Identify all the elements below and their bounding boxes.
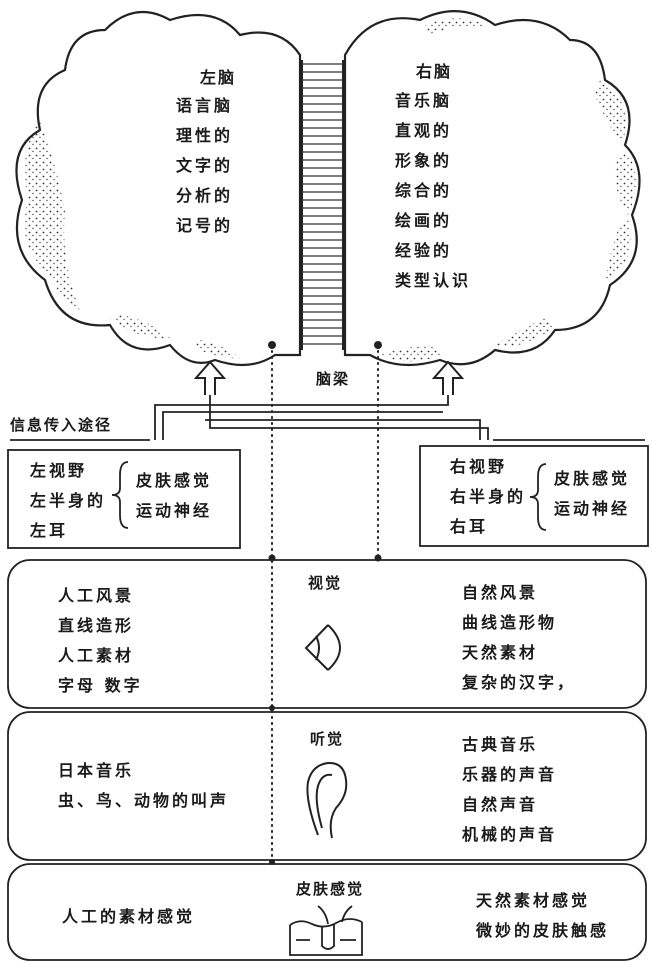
vision-right-item: 复杂的汉字， (462, 673, 577, 692)
left-hemisphere (15, 10, 302, 367)
right-trait: 直观的 (395, 121, 453, 140)
touch-left-item: 人工的素材感觉 (62, 907, 196, 926)
right-trait: 综合的 (395, 181, 453, 200)
right-input-item: 右视野 (450, 457, 508, 476)
left-input-arrow (193, 360, 227, 395)
touch-title: 皮肤感觉 (296, 880, 365, 898)
right-input-senses: 皮肤感觉 运动神经 (554, 464, 630, 524)
right-input-items: 右视野 右半身的 右耳 (450, 452, 526, 542)
vision-left-list: 人工风景 直线造形 人工素材 字母 数字 (58, 581, 143, 701)
corpus-callosum-ladder (301, 60, 344, 350)
right-hemisphere (343, 10, 641, 367)
touch-right-item: 微妙的皮肤触感 (476, 921, 610, 940)
corpus-callosum-label: 脑梁 (316, 370, 351, 388)
right-trait: 经验的 (395, 241, 453, 260)
left-input-senses: 皮肤感觉 运动神经 (136, 466, 212, 526)
vision-right-item: 曲线造形物 (462, 613, 558, 632)
touch-right-item: 天然素材感觉 (476, 891, 591, 910)
hearing-right-item: 机械的声音 (462, 825, 558, 844)
hearing-right-item: 自然声音 (462, 795, 539, 814)
vision-left-item: 人工风景 (58, 586, 135, 605)
left-input-items: 左视野 左半身的 左耳 (30, 456, 106, 546)
vision-left-item: 字母 数字 (58, 676, 143, 695)
vision-right-list: 自然风景 曲线造形物 天然素材 复杂的汉字， (462, 578, 576, 698)
touch-section (7, 863, 647, 961)
left-trait: 分析的 (176, 186, 234, 205)
left-trait: 理性的 (176, 126, 234, 145)
right-input-item: 右耳 (450, 517, 489, 536)
hearing-left-list: 日本音乐 虫、鸟、动物的叫声 (58, 756, 229, 816)
vision-title: 视觉 (308, 574, 343, 592)
right-input-sense: 皮肤感觉 (554, 469, 631, 488)
touch-right-list: 天然素材感觉 微妙的皮肤触感 (476, 886, 609, 946)
skin-icon (289, 905, 363, 956)
info-pathway-title: 信息传入途径 (10, 416, 113, 434)
right-input-item: 右半身的 (450, 487, 527, 506)
vision-right-item: 天然素材 (462, 643, 539, 662)
left-input-sense: 皮肤感觉 (136, 471, 213, 490)
right-trait: 形象的 (395, 151, 453, 170)
vision-section (7, 559, 647, 709)
right-brain-title: 右脑 (416, 62, 453, 81)
right-trait: 类型认识 (395, 271, 472, 290)
left-input-item: 左视野 (30, 461, 88, 480)
hearing-right-item: 乐器的声音 (462, 765, 558, 784)
left-brain-traits: 语言脑 理性的 文字的 分析的 记号的 (176, 91, 233, 241)
vision-left-item: 直线造形 (58, 616, 135, 635)
left-input-sense: 运动神经 (136, 501, 213, 520)
left-input-item: 左耳 (30, 521, 69, 540)
right-input-sense: 运动神经 (554, 499, 631, 518)
left-trait: 记号的 (176, 216, 234, 235)
right-trait: 绘画的 (395, 211, 453, 230)
eye-icon (304, 624, 341, 671)
hearing-right-item: 古典音乐 (462, 735, 539, 754)
touch-left-list: 人工的素材感觉 (62, 902, 195, 932)
left-trait: 语言脑 (176, 96, 234, 115)
left-trait: 文字的 (176, 156, 234, 175)
vision-right-item: 自然风景 (462, 583, 539, 602)
hearing-title: 听觉 (310, 730, 345, 748)
ear-icon (306, 761, 348, 839)
hearing-left-item: 日本音乐 (58, 761, 135, 780)
hearing-left-item: 虫、鸟、动物的叫声 (58, 791, 230, 810)
vision-left-item: 人工素材 (58, 646, 135, 665)
right-brain-traits: 音乐脑 直观的 形象的 综合的 绘画的 经验的 类型认识 (395, 86, 471, 296)
left-input-item: 左半身的 (30, 491, 107, 510)
right-input-arrow (431, 360, 465, 395)
right-trait: 音乐脑 (395, 91, 453, 110)
left-brain-title: 左脑 (200, 68, 237, 87)
hearing-section (7, 711, 647, 861)
hearing-right-list: 古典音乐 乐器的声音 自然声音 机械的声音 (462, 730, 557, 850)
